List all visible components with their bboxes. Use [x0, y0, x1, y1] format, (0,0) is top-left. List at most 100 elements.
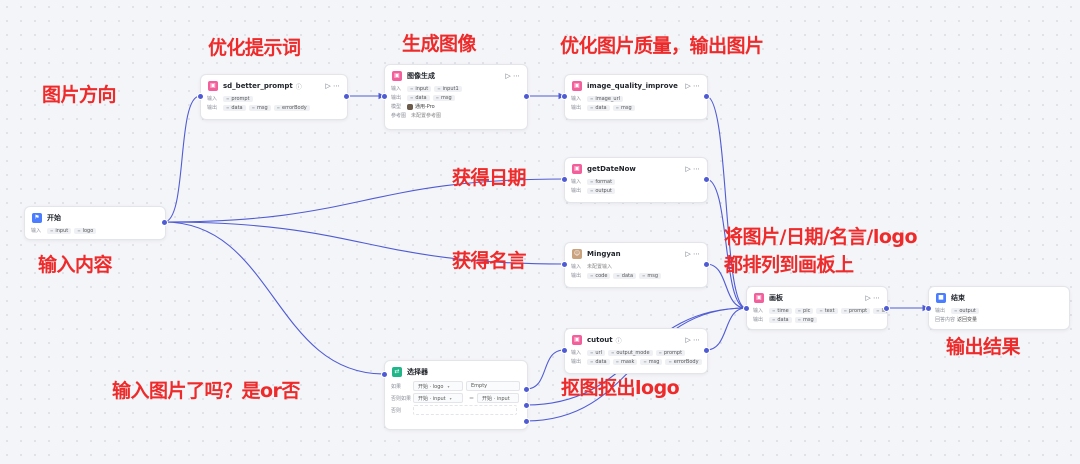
- param-tag: data: [223, 104, 246, 111]
- flag-icon: ⚑: [32, 213, 42, 223]
- node-title: 结束: [951, 294, 965, 302]
- param-tag: logo: [74, 227, 97, 234]
- param-tag: output_mode: [607, 349, 653, 356]
- output-port[interactable]: [883, 305, 890, 312]
- model-label: 模型: [391, 104, 402, 110]
- param-tag: mask: [612, 358, 638, 365]
- end-node[interactable]: ■ 结束 输出 output 回答内容 返回变量: [928, 286, 1070, 330]
- input-port[interactable]: [381, 93, 388, 100]
- node-title: 图像生成: [407, 72, 435, 80]
- play-icon[interactable]: ▷: [325, 82, 331, 90]
- param-tag: output: [587, 187, 615, 194]
- input-label: 输入: [571, 264, 582, 270]
- output-label: 输出: [935, 308, 946, 314]
- output-port[interactable]: [161, 219, 168, 226]
- param-tag: data: [407, 94, 430, 101]
- input-port[interactable]: [561, 176, 568, 183]
- annotation-arrange-line1: 将图片/日期/名言/logo: [724, 226, 918, 248]
- reference-image-label: 参考图: [391, 113, 407, 119]
- get-date-now-node[interactable]: ▣ getDateNow ▷ ⋯ 输入 format 输出 output: [564, 157, 708, 203]
- condition-left-select[interactable]: 开始 · logo▾: [413, 381, 463, 391]
- more-icon[interactable]: ⋯: [693, 336, 700, 344]
- start-node[interactable]: ⚑ 开始 输入 input logo: [24, 206, 166, 240]
- connector-edge: [705, 307, 747, 351]
- sd-better-prompt-node[interactable]: ▣ sd_better_prompt ⓘ ▷ ⋯ 输入 prompt 输出 da…: [200, 74, 348, 120]
- connector-edge: [525, 349, 565, 390]
- output-port[interactable]: [523, 93, 530, 100]
- play-icon[interactable]: ▷: [505, 72, 511, 80]
- plugin-icon: ▣: [572, 335, 582, 345]
- branch-else-port[interactable]: [523, 418, 530, 425]
- info-icon[interactable]: ⓘ: [615, 337, 622, 345]
- node-title: Mingyan: [587, 250, 621, 258]
- plugin-icon: ▣: [572, 81, 582, 91]
- input-label: 输入: [571, 350, 582, 356]
- image-generation-node[interactable]: ▣ 图像生成 ▷ ⋯ 输入 input input1 输出 data msg 模…: [384, 64, 528, 130]
- input-port[interactable]: [381, 371, 388, 378]
- else-if-label: 否则如果: [391, 395, 412, 402]
- condition-left-select[interactable]: 开始 · input▾: [413, 393, 463, 403]
- input-port[interactable]: [561, 347, 568, 354]
- more-icon[interactable]: ⋯: [513, 72, 520, 80]
- selector-node[interactable]: ⇄ 选择器 如果 开始 · logo▾ Empty 否则如果 开始 · inpu…: [384, 360, 528, 430]
- output-port[interactable]: [343, 93, 350, 100]
- else-slot[interactable]: [413, 405, 517, 415]
- input-value: 未配置输入: [587, 264, 613, 270]
- input-label: 输入: [207, 96, 218, 102]
- play-icon[interactable]: ▷: [685, 250, 691, 258]
- cutout-node[interactable]: ▣ cutout ⓘ ▷ ⋯ 输入 url output_mode prompt…: [564, 328, 708, 374]
- output-port[interactable]: [703, 261, 710, 268]
- input-label: 输入: [571, 96, 582, 102]
- canvas-icon: ▣: [754, 293, 764, 303]
- image-quality-improve-node[interactable]: ▣ image_quality_improve ▷ ⋯ 输入 image_url…: [564, 74, 708, 120]
- annotation-get-date: 获得日期: [452, 167, 527, 189]
- branch-if-port[interactable]: [523, 386, 530, 393]
- condition-operator-select[interactable]: Empty: [466, 381, 520, 391]
- image-icon: ▣: [392, 71, 402, 81]
- connector-edge: [163, 221, 565, 265]
- more-icon[interactable]: ⋯: [873, 294, 880, 302]
- more-icon[interactable]: ⋯: [693, 82, 700, 90]
- input-label: 输入: [391, 86, 402, 92]
- play-icon[interactable]: ▷: [685, 336, 691, 344]
- param-tag: pic: [794, 307, 814, 314]
- more-icon[interactable]: ⋯: [693, 165, 700, 173]
- annotation-matting-logo: 抠图抠出logo: [561, 377, 680, 399]
- param-tag: prompt: [655, 349, 686, 356]
- output-port[interactable]: [703, 176, 710, 183]
- canvas-node[interactable]: ▣ 画板 ▷ ⋯ 输入 time pic text prompt logo 输出…: [746, 286, 888, 330]
- model-value: 通用-Pro: [415, 104, 435, 110]
- play-icon[interactable]: ▷: [865, 294, 871, 302]
- input-port[interactable]: [743, 305, 750, 312]
- more-icon[interactable]: ⋯: [333, 82, 340, 90]
- input-port[interactable]: [197, 93, 204, 100]
- input-label: 输入: [571, 179, 582, 185]
- node-title: sd_better_prompt: [223, 82, 293, 90]
- mingyan-node[interactable]: ☺ Mingyan ▷ ⋯ 输入 未配置输入 输出 code data msg: [564, 242, 708, 288]
- more-icon[interactable]: ⋯: [693, 250, 700, 258]
- condition-right-select[interactable]: 开始 · input: [477, 393, 520, 403]
- play-icon[interactable]: ▷: [685, 165, 691, 173]
- param-tag: input: [47, 227, 72, 234]
- input-port[interactable]: [561, 261, 568, 268]
- stop-icon: ■: [936, 293, 946, 303]
- output-port[interactable]: [703, 347, 710, 354]
- param-tag: code: [587, 272, 611, 279]
- info-icon[interactable]: ⓘ: [295, 83, 302, 91]
- plugin-icon: ▣: [572, 164, 582, 174]
- annotation-optimize-prompt: 优化提示词: [208, 37, 301, 59]
- annotation-image-direction: 图片方向: [42, 84, 117, 106]
- input-port[interactable]: [561, 93, 568, 100]
- node-title: getDateNow: [587, 165, 636, 173]
- input-port[interactable]: [925, 305, 932, 312]
- chevron-down-icon: ▾: [447, 383, 450, 389]
- output-port[interactable]: [703, 93, 710, 100]
- node-title: image_quality_improve: [587, 82, 678, 90]
- param-tag: msg: [248, 104, 271, 111]
- param-tag: errorBody: [665, 358, 702, 365]
- input-label: 输入: [31, 228, 42, 234]
- play-icon[interactable]: ▷: [685, 82, 691, 90]
- branch-elseif-port[interactable]: [523, 402, 530, 409]
- param-tag: errorBody: [273, 104, 310, 111]
- annotation-get-quote: 获得名言: [452, 250, 527, 272]
